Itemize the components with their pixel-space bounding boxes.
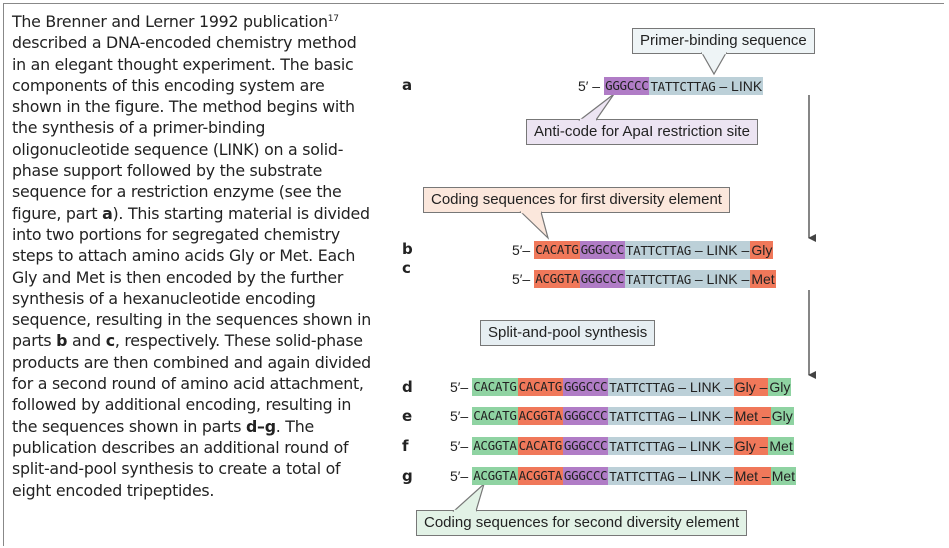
amino-acid-1: Gly –	[733, 378, 769, 396]
sequence-row-e: 5′– CACATG ACGGTA GGGCCC TATTCTTAG – LIN…	[450, 407, 794, 425]
amino-acid-1: Gly –	[733, 437, 769, 455]
part-label-d: d	[402, 378, 413, 396]
part-label-g: g	[402, 467, 413, 485]
five-prime-label: 5′–	[450, 408, 469, 424]
five-prime-label: 5′–	[512, 242, 531, 258]
primer-segment: TATTCTTAG – LINK –	[608, 407, 734, 425]
primer-segment: TATTCTTAG – LINK –	[608, 437, 734, 455]
five-prime-label: 5′–	[512, 271, 531, 287]
sequence-row-a: 5′ – GGGCCC TATTCTTAG – LINK	[578, 77, 764, 95]
first-code-segment: CACATG	[534, 241, 580, 259]
sequence-row-f: 5′– ACGGTA CACATG GGGCCC TATTCTTAG – LIN…	[450, 437, 794, 455]
first-code-segment: CACATG	[517, 378, 563, 396]
part-label-a: a	[402, 76, 413, 94]
primer-segment: TATTCTTAG – LINK	[649, 77, 764, 95]
first-code-segment: ACGGTA	[517, 467, 563, 485]
description-paragraph: The Brenner and Lerner 1992 publication1…	[12, 12, 372, 500]
restriction-site-segment: GGGCCC	[562, 467, 609, 485]
amino-acid-2: Met	[768, 437, 794, 455]
callout-anticode: Anti-code for ApaI restriction site	[526, 119, 758, 145]
callout-first-diversity: Coding sequences for first diversity ele…	[423, 187, 730, 213]
part-label-c: c	[402, 259, 411, 277]
amino-acid-2: Gly	[770, 407, 794, 425]
first-code-segment: ACGGTA	[517, 407, 563, 425]
sequence-row-d: 5′– CACATG CACATG GGGCCC TATTCTTAG – LIN…	[450, 378, 792, 396]
first-code-segment: ACGGTA	[534, 270, 580, 288]
second-code-segment: CACATG	[472, 407, 518, 425]
five-prime-label: 5′ –	[578, 78, 601, 94]
restriction-site-segment: GGGCCC	[562, 437, 609, 455]
callout-primer-binding: Primer-binding sequence	[632, 28, 815, 54]
second-code-segment: ACGGTA	[472, 437, 518, 455]
five-prime-label: 5′–	[450, 468, 469, 484]
primer-segment: TATTCTTAG – LINK –	[608, 378, 734, 396]
callout-split-pool: Split-and-pool synthesis	[480, 320, 656, 346]
amino-acid-1: Gly	[750, 241, 774, 259]
sequence-row-c: 5′– ACGGTA GGGCCC TATTCTTAG – LINK – Met	[512, 270, 776, 288]
sequence-row-b: 5′– CACATG GGGCCC TATTCTTAG – LINK – Gly	[512, 241, 774, 259]
amino-acid-1: Met –	[733, 407, 771, 425]
five-prime-label: 5′–	[450, 379, 469, 395]
restriction-site-segment: GGGCCC	[562, 407, 609, 425]
callout-second-diversity: Coding sequences for second diversity el…	[416, 510, 748, 536]
primer-segment: TATTCTTAG – LINK –	[624, 270, 751, 288]
restriction-site-segment: GGGCCC	[562, 378, 609, 396]
part-label-e: e	[402, 407, 413, 425]
primer-segment: TATTCTTAG – LINK –	[624, 241, 751, 259]
restriction-site-segment: GGGCCC	[604, 77, 650, 95]
figure-frame	[3, 3, 944, 546]
five-prime-label: 5′–	[450, 438, 469, 454]
amino-acid-2: Gly	[768, 378, 792, 396]
part-label-f: f	[402, 437, 409, 455]
amino-acid-1: Met	[750, 270, 776, 288]
sequence-row-g: 5′– ACGGTA ACGGTA GGGCCC TATTCTTAG – LIN…	[450, 467, 797, 485]
part-label-b: b	[402, 240, 413, 258]
first-code-segment: CACATG	[517, 437, 563, 455]
restriction-site-segment: GGGCCC	[579, 241, 625, 259]
amino-acid-2: Met	[770, 467, 797, 485]
restriction-site-segment: GGGCCC	[579, 270, 625, 288]
primer-segment: TATTCTTAG – LINK –	[608, 467, 734, 485]
reference-superscript: 17	[327, 14, 339, 24]
second-code-segment: ACGGTA	[472, 467, 518, 485]
second-code-segment: CACATG	[472, 378, 518, 396]
amino-acid-1: Met –	[733, 467, 771, 485]
